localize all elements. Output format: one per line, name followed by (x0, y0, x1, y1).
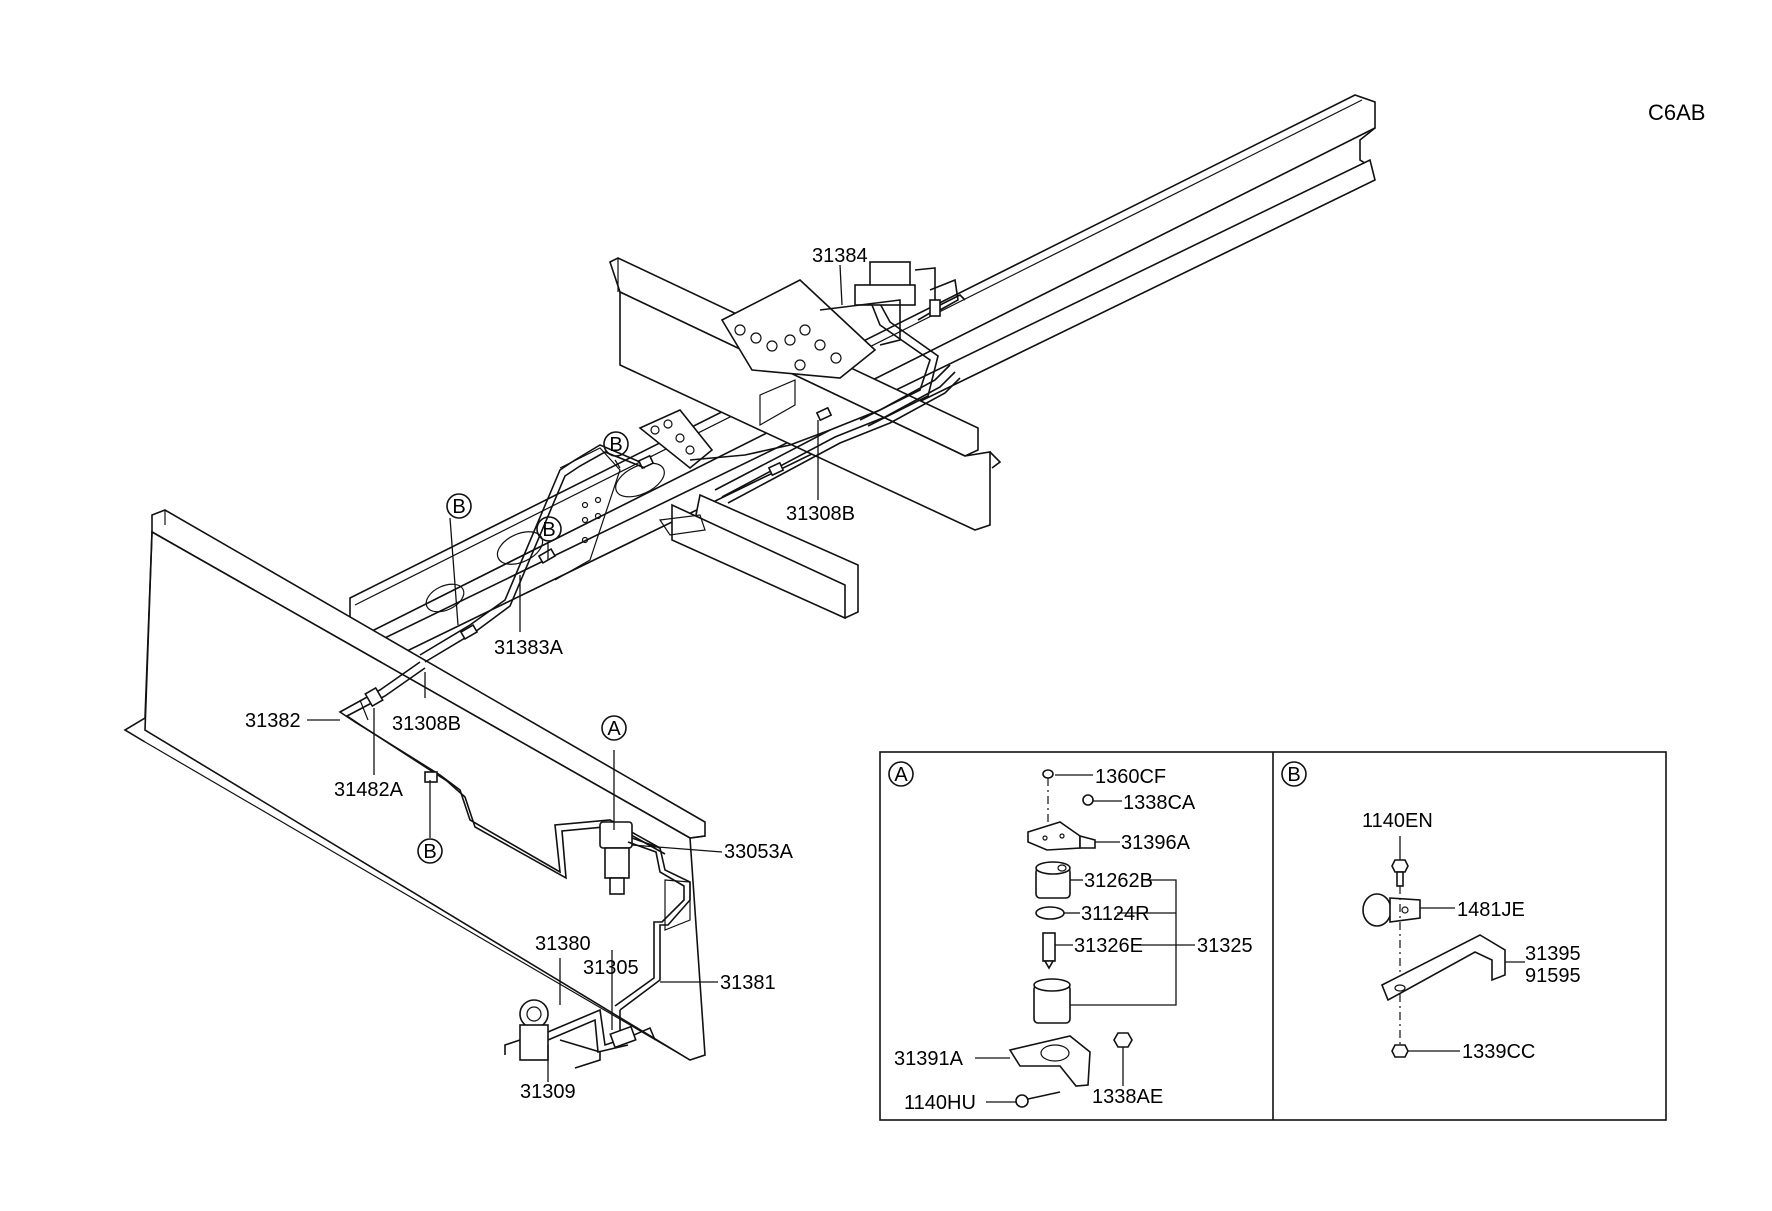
label-1338ae: 1338AE (1092, 1086, 1163, 1108)
callout-b-upper-center: B (603, 431, 629, 457)
callout-b-text: B (542, 519, 555, 541)
label-33053a: 33053A (724, 841, 794, 863)
label-31308b-top: 31308B (786, 503, 855, 525)
label-1338ca: 1338CA (1123, 792, 1196, 814)
diagram-code: C6AB (1648, 100, 1705, 125)
callout-b-mid: B (536, 516, 562, 542)
label-1140en: 1140EN (1362, 810, 1433, 832)
label-31383a: 31383A (494, 637, 564, 659)
label-31391a: 31391A (894, 1048, 964, 1070)
callout-a-text: A (607, 718, 621, 740)
label-1360cf: 1360CF (1095, 766, 1166, 788)
label-31382: 31382 (245, 710, 301, 732)
label-31384: 31384 (812, 245, 868, 267)
label-91595: 91595 (1525, 965, 1581, 987)
cross-member-lower (123, 509, 706, 1061)
callout-b-lower: B (417, 838, 443, 864)
label-31381: 31381 (720, 972, 776, 994)
label-31325: 31325 (1197, 935, 1253, 957)
callout-b-text: B (423, 841, 436, 863)
label-31396a: 31396A (1121, 832, 1191, 854)
detail-a-header: A (894, 764, 908, 786)
main-leaders (307, 264, 843, 1082)
label-31482a: 31482A (334, 779, 404, 801)
label-31309: 31309 (520, 1081, 576, 1103)
label-1339cc: 1339CC (1462, 1041, 1535, 1063)
label-31305: 31305 (583, 957, 639, 979)
label-1481je: 1481JE (1457, 899, 1525, 921)
detail-b: B (1281, 761, 1525, 1058)
label-31326e: 31326E (1074, 935, 1143, 957)
label-31380: 31380 (535, 933, 591, 955)
detail-a: A (888, 761, 1195, 1108)
brake-pipes (338, 261, 966, 1069)
label-31124r: 31124R (1081, 903, 1150, 925)
callout-b-text: B (609, 434, 622, 456)
callout-b-left: B (446, 493, 472, 519)
label-31308b-bottom: 31308B (392, 713, 461, 735)
detail-b-header: B (1287, 764, 1300, 786)
label-31395: 31395 (1525, 943, 1581, 965)
label-1140hu: 1140HU (904, 1092, 976, 1114)
callout-b-text: B (452, 496, 465, 518)
label-31262b: 31262B (1084, 870, 1153, 892)
detail-box (879, 751, 1667, 1121)
callout-a-main: A (601, 715, 627, 741)
